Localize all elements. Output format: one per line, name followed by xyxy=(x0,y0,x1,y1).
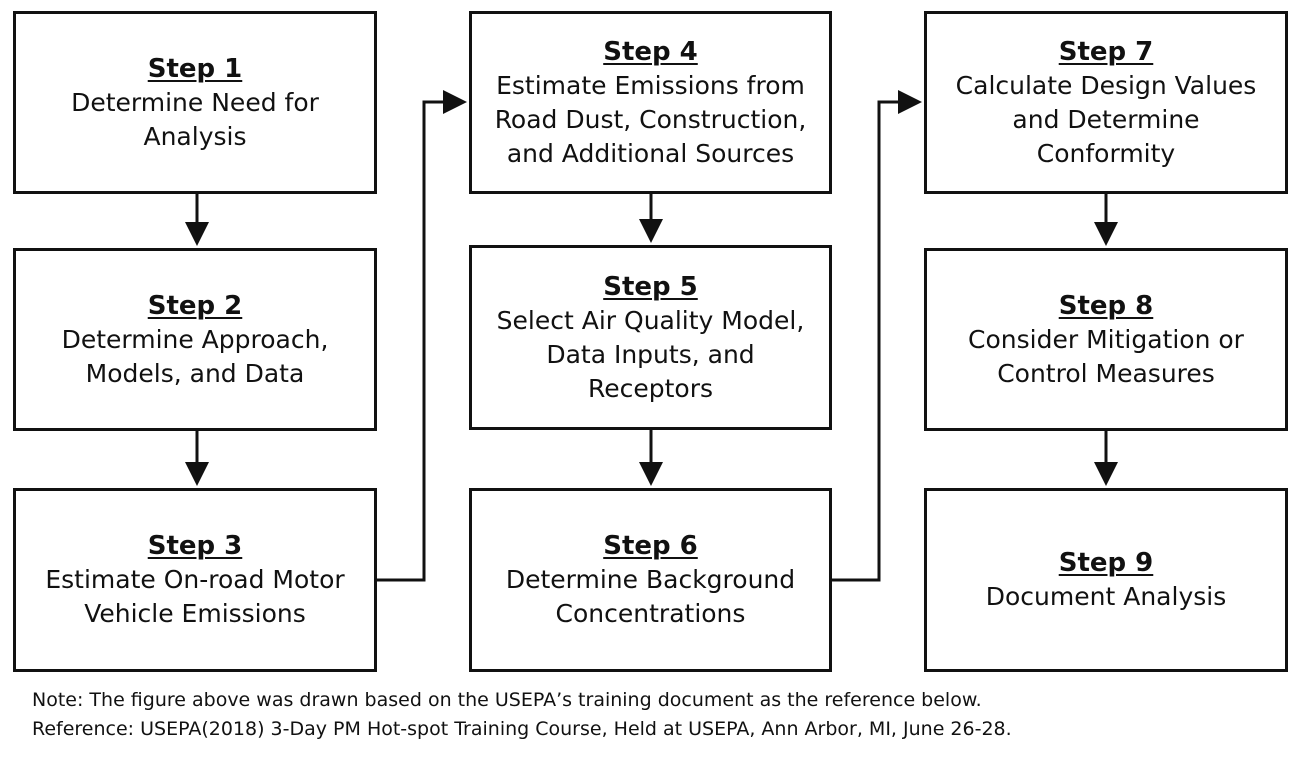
step-8-text: Consider Mitigation or Control Measures xyxy=(968,324,1244,388)
step-4-box: Step 4 Estimate Emissions from Road Dust… xyxy=(469,11,832,194)
step-5-title: Step 5 xyxy=(603,271,698,302)
step-4-text: Estimate Emissions from Road Dust, Const… xyxy=(494,70,807,168)
step-8-title: Step 8 xyxy=(1058,290,1154,321)
step-2-text: Determine Approach, Models, and Data xyxy=(61,324,329,388)
step-4-title: Step 4 xyxy=(603,36,698,67)
reference-line: Reference: USEPA(2018) 3-Day PM Hot-spot… xyxy=(32,718,1012,740)
step-3-text: Estimate On-road Motor Vehicle Emissions xyxy=(45,565,345,628)
step-6-text: Determine Background Concentrations xyxy=(505,565,796,628)
step-5-text: Select Air Quality Model, Data Inputs, a… xyxy=(496,305,805,403)
step-9-text: Document Analysis xyxy=(985,582,1227,611)
step-6-box: Step 6 Determine Background Concentratio… xyxy=(469,488,832,672)
step-9-title: Step 9 xyxy=(1058,548,1154,578)
step-2-box: Step 2 Determine Approach, Models, and D… xyxy=(13,248,377,431)
step-7-text: Calculate Design Values and Determine Co… xyxy=(955,70,1257,168)
step-1-text: Determine Need for Analysis xyxy=(71,87,319,151)
step-9-box: Step 9 Document Analysis xyxy=(924,488,1288,672)
arrow-step6-to-step7 xyxy=(832,90,922,582)
step-7-title: Step 7 xyxy=(1058,36,1154,67)
step-5-box: Step 5 Select Air Quality Model, Data In… xyxy=(469,245,832,430)
step-3-box: Step 3 Estimate On-road Motor Vehicle Em… xyxy=(13,488,377,672)
step-6-title: Step 6 xyxy=(603,531,698,561)
step-1-title: Step 1 xyxy=(147,53,243,84)
step-8-box: Step 8 Consider Mitigation or Control Me… xyxy=(924,248,1288,431)
note-line: Note: The figure above was drawn based o… xyxy=(32,689,982,711)
step-2-title: Step 2 xyxy=(147,290,243,321)
step-1-box: Step 1 Determine Need for Analysis xyxy=(13,11,377,194)
step-3-title: Step 3 xyxy=(147,531,243,561)
step-7-box: Step 7 Calculate Design Values and Deter… xyxy=(924,11,1288,194)
figure-note: Note: The figure above was drawn based o… xyxy=(32,686,1292,744)
arrow-step3-to-step4 xyxy=(377,90,467,582)
